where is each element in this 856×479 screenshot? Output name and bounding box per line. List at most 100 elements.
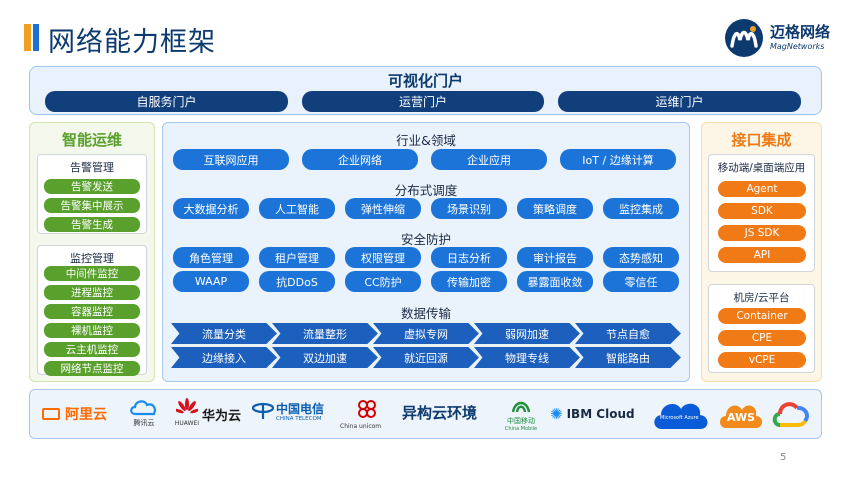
scheduling-item[interactable]: 策略调度 — [517, 198, 593, 219]
security-item[interactable]: 租户管理 — [259, 247, 335, 268]
cloud-providers-bar: 阿里云 腾讯云 HUAWEI 华为云 中国电信 CHINA TELECOM Ch… — [29, 389, 822, 439]
operations-portal-button[interactable]: 运营门户 — [302, 91, 544, 112]
dc-integration-box: 机房/云平台 Container CPE vCPE — [708, 284, 815, 373]
ibm-cloud-label: IBM Cloud — [566, 407, 635, 421]
logo-subtitle: MagNetworks — [770, 42, 825, 51]
industry-item[interactable]: IoT / 边缘计算 — [560, 149, 676, 170]
scheduling-item[interactable]: 弹性伸缩 — [345, 198, 421, 219]
page-title: 网络能力框架 — [48, 27, 216, 58]
alarm-item[interactable]: 告警发送 — [44, 179, 140, 194]
portal-title: 可视化门户 — [387, 72, 463, 90]
interface-integration-panel: 接口集成 移动端/桌面端应用 Agent SDK JS SDK API 机房/云… — [701, 122, 822, 382]
self-service-portal-button[interactable]: 自服务门户 — [45, 91, 288, 112]
transport-item[interactable]: 双边加速 — [272, 347, 378, 368]
app-interface-item[interactable]: SDK — [718, 203, 806, 219]
china-telecom-icon — [252, 402, 274, 419]
heterogeneous-cloud-title: 异构云环境 — [402, 404, 478, 422]
monitor-item[interactable]: 进程监控 — [44, 285, 140, 300]
china-unicom-icon — [358, 400, 376, 418]
huawei-cloud-label: 华为云 — [202, 409, 242, 424]
intelligent-ops-panel: 智能运维 告警管理 告警发送 告警集中展示 告警生成 监控管理 中间件监控 进程… — [29, 122, 155, 382]
security-item[interactable]: 角色管理 — [173, 247, 249, 268]
monitor-item[interactable]: 云主机监控 — [44, 342, 140, 357]
security-item[interactable]: CC防护 — [345, 271, 421, 292]
transport-section-title: 数据传输 — [400, 306, 451, 321]
china-mobile-sub-label: China Mobile — [504, 426, 538, 432]
scheduling-item[interactable]: 场景识别 — [431, 198, 507, 219]
app-interface-item[interactable]: API — [718, 247, 806, 263]
transport-item[interactable]: 物理专线 — [474, 347, 580, 368]
transport-item[interactable]: 虚拟专网 — [373, 323, 479, 344]
huawei-cloud-label-box: 华为云 — [202, 405, 241, 424]
title-accent-blue — [33, 24, 39, 51]
alarm-item[interactable]: 告警生成 — [44, 217, 140, 232]
azure-cloud-icon — [654, 403, 708, 429]
security-item[interactable]: 审计报告 — [517, 247, 593, 268]
dc-interface-item[interactable]: CPE — [718, 330, 806, 346]
dc-interface-item[interactable]: vCPE — [718, 352, 806, 368]
industry-item[interactable]: 企业应用 — [431, 149, 547, 170]
security-item[interactable]: 态势感知 — [603, 247, 679, 268]
security-item[interactable]: 暴露面收敛 — [517, 271, 593, 292]
security-item[interactable]: WAAP — [173, 271, 249, 292]
transport-item[interactable]: 流量分类 — [171, 323, 277, 344]
transport-item[interactable]: 弱网加速 — [474, 323, 580, 344]
security-item[interactable]: 传输加密 — [431, 271, 507, 292]
aliyun-logo: 阿里云 — [42, 404, 107, 424]
industry-item[interactable]: 企业网络 — [302, 149, 418, 170]
monitor-item[interactable]: 裸机监控 — [44, 323, 140, 338]
china-telecom-label: 中国电信 — [276, 402, 325, 416]
app-interface-item[interactable]: Agent — [718, 181, 806, 197]
transport-item[interactable]: 智能路由 — [575, 347, 681, 368]
scheduling-item[interactable]: 大数据分析 — [173, 198, 249, 219]
security-item[interactable]: 权限管理 — [345, 247, 421, 268]
maintenance-portal-button[interactable]: 运维门户 — [558, 91, 801, 112]
huawei-sub-label: HUAWEI — [174, 420, 200, 427]
china-telecom-sub-label: CHINA TELECOM — [276, 416, 322, 422]
china-mobile-icon — [511, 401, 531, 413]
monitor-item[interactable]: 中间件监控 — [44, 266, 140, 281]
tencent-cloud-logo: 腾讯云 — [124, 398, 164, 428]
app-integration-title: 移动端/桌面端应用 — [717, 162, 806, 174]
monitor-item[interactable]: 容器监控 — [44, 304, 140, 319]
alarm-management-title: 告警管理 — [70, 161, 114, 174]
google-cloud-icon — [772, 402, 809, 427]
tencent-cloud-label: 腾讯云 — [133, 419, 155, 427]
logo-icon — [725, 19, 763, 57]
china-mobile-logo: 中国移动 China Mobile — [496, 398, 546, 432]
azure-logo: Microsoft Azure — [652, 396, 710, 432]
huawei-icon — [174, 398, 200, 414]
huawei-logo: HUAWEI — [170, 398, 204, 427]
industry-item[interactable]: 互联网应用 — [173, 149, 289, 170]
transport-item[interactable]: 节点自愈 — [575, 323, 681, 344]
monitor-item[interactable]: 网络节点监控 — [44, 361, 140, 376]
scheduling-section-title: 分布式调度 — [394, 183, 458, 198]
security-item[interactable]: 抗DDoS — [259, 271, 335, 292]
intelligent-ops-title: 智能运维 — [61, 131, 122, 149]
transport-item[interactable]: 就近回源 — [373, 347, 479, 368]
transport-item[interactable]: 边缘接入 — [171, 347, 277, 368]
aliyun-label: 阿里云 — [65, 407, 107, 423]
security-item[interactable]: 零信任 — [603, 271, 679, 292]
visual-portal-panel: 可视化门户 自服务门户 运营门户 运维门户 — [29, 66, 822, 115]
alarm-management-box: 告警管理 告警发送 告警集中展示 告警生成 — [37, 154, 147, 234]
scheduling-item[interactable]: 人工智能 — [259, 198, 335, 219]
aws-label: AWS — [726, 411, 756, 424]
transport-item[interactable]: 流量整形 — [272, 323, 378, 344]
heterogeneous-cloud-title-box: 异构云环境 — [402, 402, 477, 423]
china-unicom-sub-label: China unicom — [340, 423, 382, 430]
dc-interface-item[interactable]: Container — [718, 308, 806, 324]
app-interface-item[interactable]: JS SDK — [718, 225, 806, 241]
core-capabilities-panel: 行业&领域 互联网应用 企业网络 企业应用 IoT / 边缘计算 分布式调度 大… — [162, 122, 690, 382]
app-integration-box: 移动端/桌面端应用 Agent SDK JS SDK API — [708, 154, 815, 272]
google-cloud-logo — [772, 399, 812, 429]
scheduling-item[interactable]: 监控集成 — [603, 198, 679, 219]
aws-cloud-icon — [720, 405, 762, 428]
security-item[interactable]: 日志分析 — [431, 247, 507, 268]
ibm-cloud-icon: ✺ — [550, 405, 563, 423]
dc-integration-title: 机房/云平台 — [733, 292, 790, 304]
ibm-cloud-logo: ✺ IBM Cloud — [550, 405, 635, 423]
alarm-item[interactable]: 告警集中展示 — [44, 198, 140, 213]
azure-label: Microsoft Azure — [660, 415, 699, 421]
monitor-management-box: 监控管理 中间件监控 进程监控 容器监控 裸机监控 云主机监控 网络节点监控 — [37, 245, 147, 376]
